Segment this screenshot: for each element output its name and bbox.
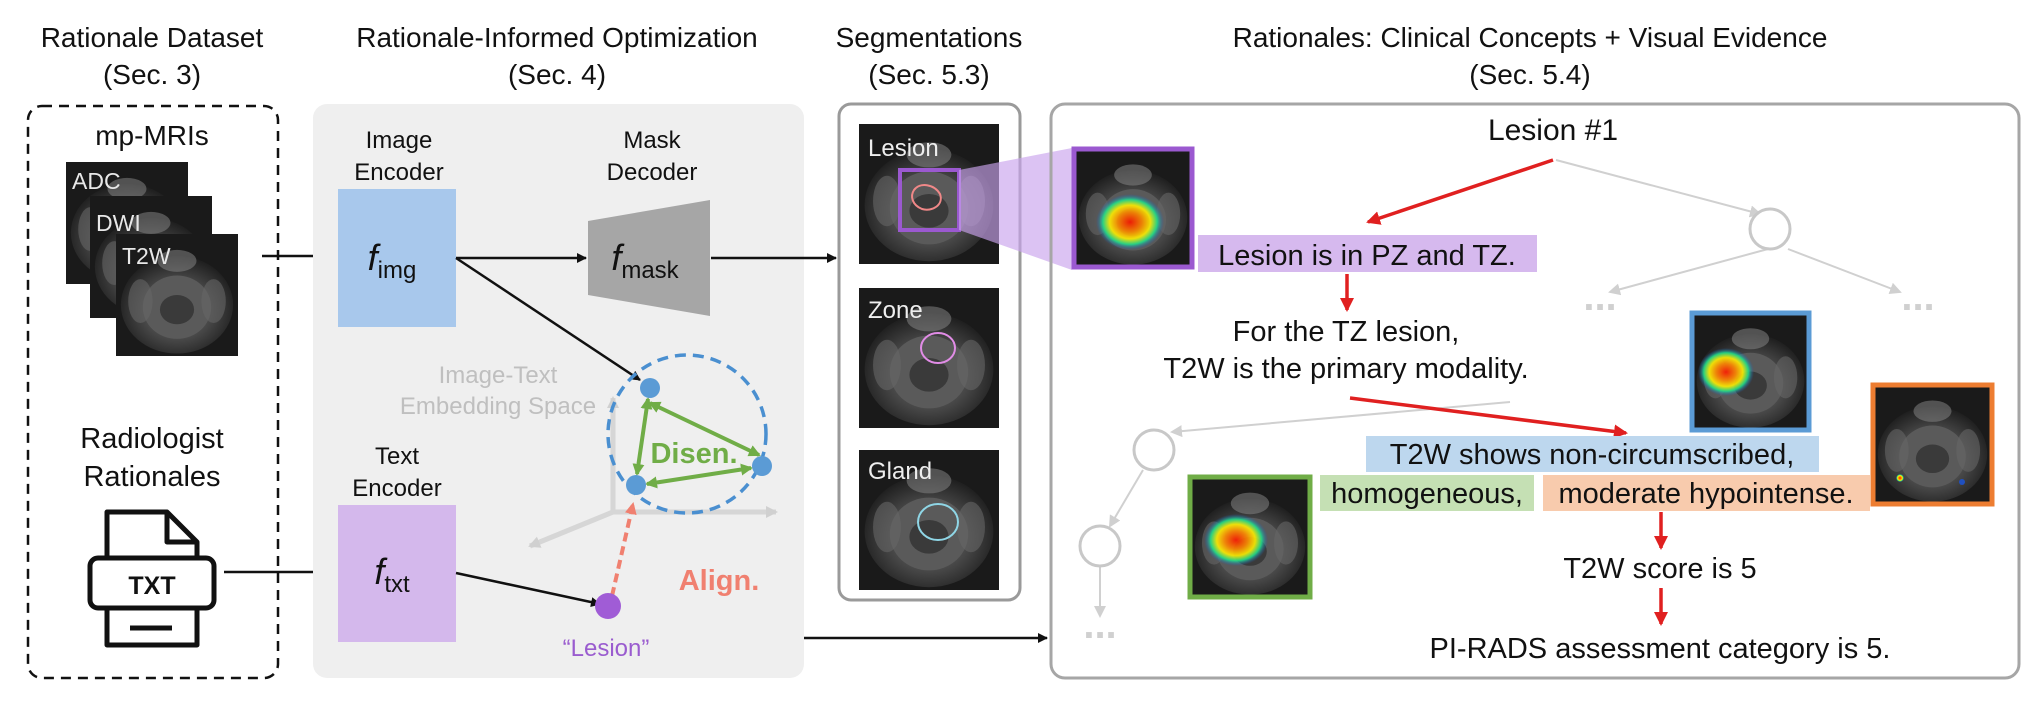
disentangle-arrows bbox=[632, 397, 761, 489]
mri-slice-dwi: DWI bbox=[96, 210, 141, 236]
alt-node-1 bbox=[1748, 207, 1792, 251]
embedding-label-1: Image-Text bbox=[439, 362, 558, 389]
embedding-label-2: Embedding Space bbox=[400, 393, 596, 420]
mask-decoder-symbol: fmask bbox=[611, 237, 679, 284]
root-to-node1-arrow bbox=[1366, 158, 1554, 225]
align-label: Align. bbox=[679, 565, 760, 597]
seg-zone-contour bbox=[920, 332, 956, 364]
evidence-thumb-green bbox=[1187, 474, 1313, 600]
txt-file-label: TXT bbox=[128, 572, 175, 600]
dataset-panel bbox=[26, 104, 280, 680]
optim-title: Rationale-Informed Optimization bbox=[356, 22, 758, 53]
embed-point-c bbox=[626, 475, 646, 495]
optim-sec: (Sec. 4) bbox=[508, 59, 606, 90]
disen-label: Disen. bbox=[650, 438, 737, 470]
evidence-thumb-purple bbox=[1071, 146, 1195, 270]
ellipsis-2: ... bbox=[1901, 275, 1934, 319]
embed-point-a bbox=[640, 378, 660, 398]
lesion-embed-point bbox=[595, 593, 621, 619]
mri-title: mp-MRIs bbox=[95, 120, 209, 151]
rationale-node3-part1: T2W shows non-circumscribed, bbox=[1390, 439, 1795, 471]
text-encoder-label-2: Encoder bbox=[352, 475, 441, 502]
mri-slice-t2w: T2W bbox=[122, 243, 171, 269]
radiologist-label-1: Radiologist bbox=[80, 423, 223, 455]
text-encoder-label-1: Text bbox=[375, 443, 419, 470]
evidence-thumb-orange bbox=[1870, 382, 1995, 507]
rationale-node3-part3: moderate hypointense. bbox=[1558, 478, 1853, 510]
image-encoder-label-1: Image bbox=[366, 127, 433, 154]
align-arrow bbox=[610, 502, 637, 597]
image-encoder-label-2: Encoder bbox=[354, 159, 443, 186]
alt-node-3 bbox=[1078, 524, 1122, 568]
seg-title: Segmentations bbox=[836, 22, 1023, 53]
radiologist-label-2: Rationales bbox=[83, 461, 220, 493]
embed-point-b bbox=[752, 456, 772, 476]
disentangle-circle bbox=[606, 353, 768, 515]
node3-highlight-orange bbox=[1543, 475, 1870, 511]
zoom-wedge bbox=[959, 148, 1072, 270]
rationale-node2-line2: T2W is the primary modality. bbox=[1163, 353, 1528, 385]
seg-label-lesion: Lesion bbox=[868, 135, 939, 162]
rationale-node1: Lesion is in PZ and TZ. bbox=[1218, 240, 1516, 272]
seg-lesion-contour bbox=[911, 184, 942, 211]
txt-file-icon bbox=[87, 509, 217, 648]
rationale-node5: PI-RADS assessment category is 5. bbox=[1430, 633, 1891, 665]
seg-label-gland: Gland bbox=[868, 458, 932, 485]
rationale-node4: T2W score is 5 bbox=[1563, 553, 1756, 585]
seg-sec: (Sec. 5.3) bbox=[868, 59, 989, 90]
lesion-point-label: “Lesion” bbox=[563, 635, 650, 662]
alt-node-2 bbox=[1132, 428, 1176, 472]
node3-highlight-green bbox=[1320, 475, 1534, 511]
text-encoder-box bbox=[338, 505, 456, 642]
ellipsis-1: ... bbox=[1583, 275, 1616, 319]
rationales-panel bbox=[1049, 102, 2021, 680]
node1-highlight bbox=[1198, 235, 1537, 272]
rationale-node2-line1: For the TZ lesion, bbox=[1233, 316, 1460, 348]
evidence-thumb-blue bbox=[1689, 310, 1812, 433]
image-encoder-box bbox=[338, 189, 456, 327]
text-embed-arrow bbox=[455, 571, 601, 607]
node3-highlight-blue bbox=[1366, 436, 1819, 472]
mask-decoder-label-2: Decoder bbox=[607, 159, 698, 186]
dataset-title: Rationale Dataset bbox=[41, 22, 264, 53]
mri-slice-adc: ADC bbox=[72, 168, 121, 194]
rationales-sec: (Sec. 5.4) bbox=[1469, 59, 1590, 90]
alternative-branches bbox=[1094, 159, 1902, 618]
seg-gland-contour bbox=[917, 503, 959, 541]
seg-label-zone: Zone bbox=[868, 297, 923, 324]
dataset-sec: (Sec. 3) bbox=[103, 59, 201, 90]
rationales-title: Rationales: Clinical Concepts + Visual E… bbox=[1233, 22, 1828, 53]
rationale-root: Lesion #1 bbox=[1488, 114, 1618, 147]
node2-to-node3-arrow bbox=[1349, 396, 1628, 439]
mask-decoder-label-1: Mask bbox=[623, 127, 681, 154]
image-embed-arrow bbox=[455, 256, 641, 382]
mask-decoder-box bbox=[588, 200, 710, 316]
ellipsis-3: ... bbox=[1083, 603, 1116, 647]
rationale-node3-part2: homogeneous, bbox=[1331, 478, 1523, 510]
